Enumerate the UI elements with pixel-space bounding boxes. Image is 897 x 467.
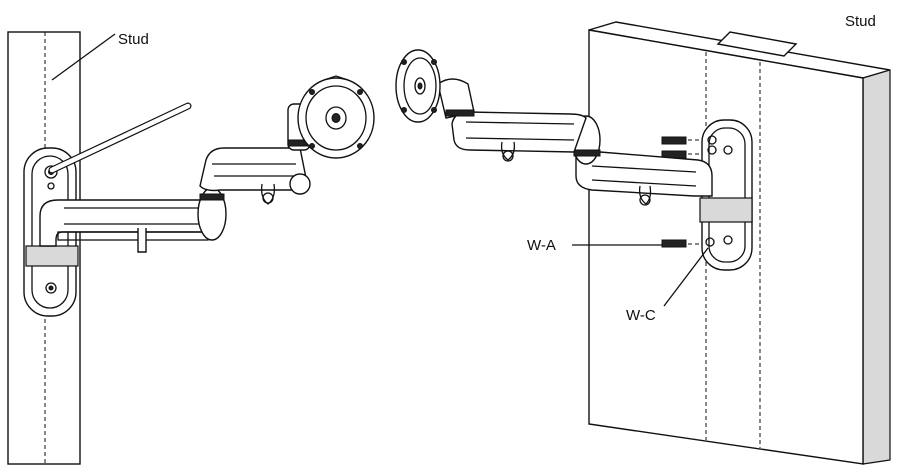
right-wall-plate [699, 119, 753, 271]
left-elbow-joint [197, 187, 227, 241]
right-vesa-plate [395, 49, 441, 123]
right-stud-label: Stud [845, 13, 876, 30]
w-c-label: W-C [626, 307, 656, 324]
w-a-label: W-A [527, 237, 556, 254]
lag-screw-w-a [661, 239, 687, 248]
right-lower-arm [575, 151, 713, 206]
right-tilt-head [437, 78, 475, 119]
left-stud-leader-line [51, 33, 116, 81]
left-vesa-plate [297, 75, 375, 159]
allen-wrench [48, 102, 192, 174]
washer-w-c [705, 237, 715, 247]
left-stud-label-group: Stud [51, 31, 149, 81]
w-c-callout: W-C [626, 247, 709, 324]
w-c-leader-line [663, 247, 709, 307]
left-upper-arm [199, 147, 311, 205]
lag-screw-top [661, 136, 687, 145]
left-stud-label: Stud [118, 31, 149, 48]
w-a-callout: W-A [527, 237, 662, 254]
right-upper-arm [451, 111, 587, 162]
